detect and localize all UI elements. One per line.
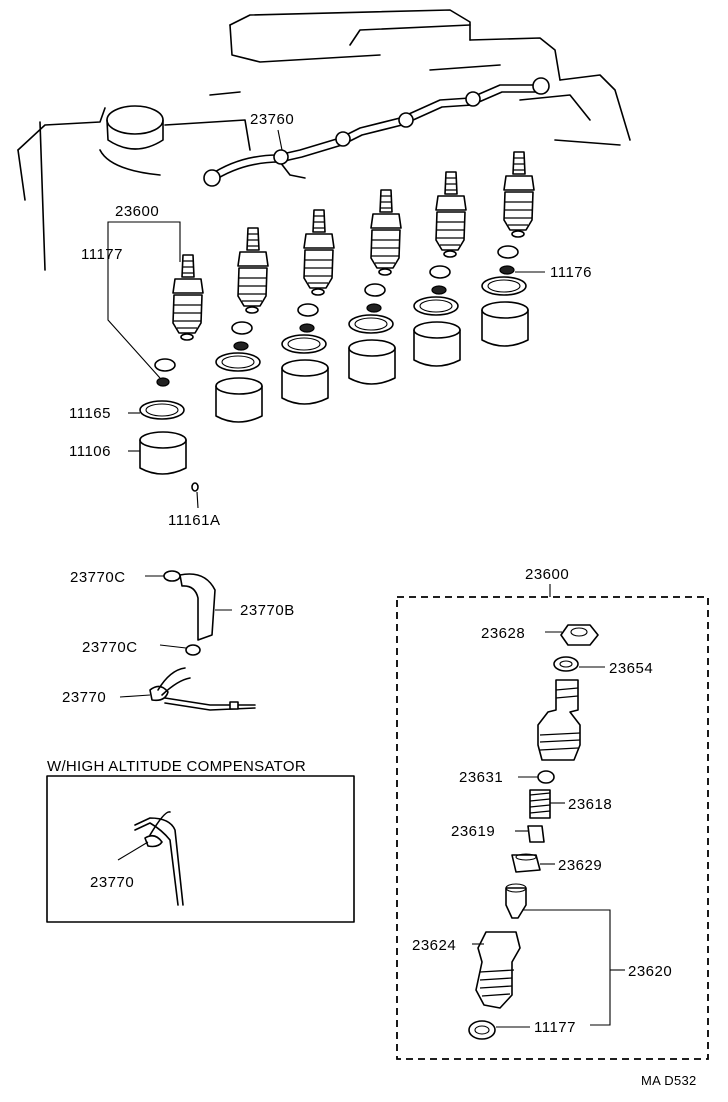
injector-stack bbox=[172, 254, 204, 341]
injector-stack bbox=[481, 151, 535, 347]
injector-stack bbox=[348, 189, 402, 385]
injector-nozzle-row bbox=[172, 151, 535, 423]
injection-pipe-assembly bbox=[203, 77, 550, 187]
top-leaders bbox=[107, 129, 545, 509]
label-23760: 23760 bbox=[250, 111, 294, 128]
label-23600-top: 23600 bbox=[115, 203, 159, 220]
label-23770-b: 23770 bbox=[90, 874, 134, 891]
label-23654: 23654 bbox=[609, 660, 653, 677]
label-23600-box: 23600 bbox=[525, 566, 569, 583]
label-23619: 23619 bbox=[451, 823, 495, 840]
label-11106: 11106 bbox=[69, 443, 111, 460]
label-23628: 23628 bbox=[481, 625, 525, 642]
label-23620: 23620 bbox=[628, 963, 672, 980]
label-23618: 23618 bbox=[568, 796, 612, 813]
label-23629: 23629 bbox=[558, 857, 602, 874]
engine-block-outline bbox=[17, 9, 631, 271]
leak-off-hose-group bbox=[119, 570, 256, 711]
label-23770C-b: 23770C bbox=[82, 639, 138, 656]
high-altitude-caption: W/HIGH ALTITUDE COMPENSATOR bbox=[47, 758, 306, 775]
label-23624: 23624 bbox=[412, 937, 456, 954]
label-23770B: 23770B bbox=[240, 602, 295, 619]
high-altitude-box bbox=[46, 775, 355, 923]
label-11176: 11176 bbox=[550, 264, 592, 281]
diagram-code: MA D532 bbox=[641, 1073, 697, 1088]
label-11177-top: 11177 bbox=[81, 246, 123, 263]
label-23631: 23631 bbox=[459, 769, 503, 786]
label-23770C-a: 23770C bbox=[70, 569, 126, 586]
label-11165: 11165 bbox=[69, 405, 111, 422]
injector-stack bbox=[215, 227, 269, 423]
label-11161A: 11161A bbox=[168, 512, 221, 529]
injector-stack bbox=[413, 171, 467, 367]
nozzle-assembly-box bbox=[396, 584, 709, 1060]
injector-stack bbox=[281, 209, 335, 405]
label-11177-box: 11177 bbox=[534, 1019, 576, 1036]
part-labels: 23760 23600 11177 11176 11165 11106 1116… bbox=[62, 111, 672, 1036]
left-stack-parts bbox=[139, 358, 199, 492]
label-23770-a: 23770 bbox=[62, 689, 106, 706]
